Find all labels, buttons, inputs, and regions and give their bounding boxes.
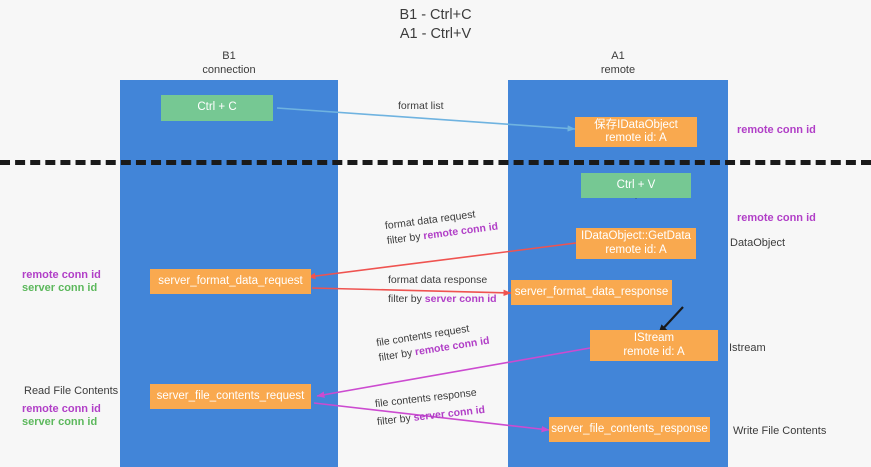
annotation-remote-conn-id-mid: remote conn id: [737, 212, 816, 224]
edge-fcresp-prefix: filter by: [376, 411, 415, 429]
annotation-left-server-conn-id-bottom: server conn id: [22, 416, 98, 428]
node-getdata[interactable]: IDataObject::GetData remote id: A: [576, 228, 696, 259]
edge-label-format-list: format list: [398, 100, 444, 112]
annotation-remote-conn-id-top: remote conn id: [737, 124, 816, 136]
annotation-istream: Istream: [729, 342, 766, 354]
page-title: B1 - Ctrl+C A1 - Ctrl+V: [0, 6, 871, 44]
edge-label-file-contents-request: file contents request filter by remote c…: [375, 319, 490, 366]
annotation-left-server-conn-id-mid: server conn id: [22, 282, 98, 294]
node-istream[interactable]: IStream remote id: A: [590, 330, 718, 361]
annotation-write-file-contents: Write File Contents: [733, 425, 827, 437]
node-ctrl-v[interactable]: Ctrl + V: [581, 173, 691, 198]
node-server-file-contents-response[interactable]: server_file_contents_response: [549, 417, 710, 442]
node-getdata-line2: remote id: A: [605, 243, 667, 256]
column-b1-role: connection: [202, 63, 256, 76]
title-line-1: B1 - Ctrl+C: [399, 7, 472, 23]
annotation-dataobject: DataObject: [730, 237, 786, 249]
edge-label-format-data-response-line2: filter by server conn id: [388, 292, 497, 307]
column-header-a1: A1 remote: [508, 50, 728, 77]
section-divider: [0, 160, 871, 165]
edge-fcresp-key: server conn id: [412, 403, 486, 424]
edge-label-file-contents-response: file contents response filter by server …: [374, 385, 486, 430]
edge-fdresp-key: server conn id: [424, 293, 497, 305]
edge-fdreq-prefix: filter by: [386, 230, 425, 248]
column-b1-name: B1: [222, 50, 236, 62]
annotation-read-file-contents: Read File Contents: [24, 385, 119, 397]
node-idataobject-line1: 保存IDataObject: [594, 118, 678, 131]
edge-label-format-data-response: format data response filter by server co…: [388, 273, 497, 307]
title-line-2: A1 - Ctrl+V: [399, 26, 472, 42]
edge-label-format-data-response-line1: format data response: [388, 274, 488, 286]
edge-fdresp-prefix: filter by: [388, 293, 425, 305]
node-server-file-contents-request[interactable]: server_file_contents_request: [150, 384, 311, 409]
edge-label-format-data-request: format data request filter by remote con…: [384, 205, 499, 249]
node-server-format-data-request[interactable]: server_format_data_request: [150, 269, 311, 294]
column-header-b1: B1 connection: [120, 50, 338, 77]
node-idataobject-line2: remote id: A: [605, 132, 667, 144]
column-a1-name: A1: [611, 50, 625, 62]
annotation-left-remote-conn-id-bottom: remote conn id: [22, 403, 101, 415]
column-a1-role: remote: [600, 63, 636, 76]
annotation-left-remote-conn-id-mid: remote conn id: [22, 269, 101, 281]
node-istream-line2: remote id: A: [623, 345, 685, 358]
node-idataobject[interactable]: 保存IDataObject remote id: A: [575, 117, 697, 147]
node-server-format-data-response[interactable]: server_format_data_response: [511, 280, 672, 305]
node-getdata-line1: IDataObject::GetData: [581, 230, 691, 242]
node-istream-line1: IStream: [633, 332, 675, 344]
node-ctrl-c[interactable]: Ctrl + C: [161, 95, 273, 121]
